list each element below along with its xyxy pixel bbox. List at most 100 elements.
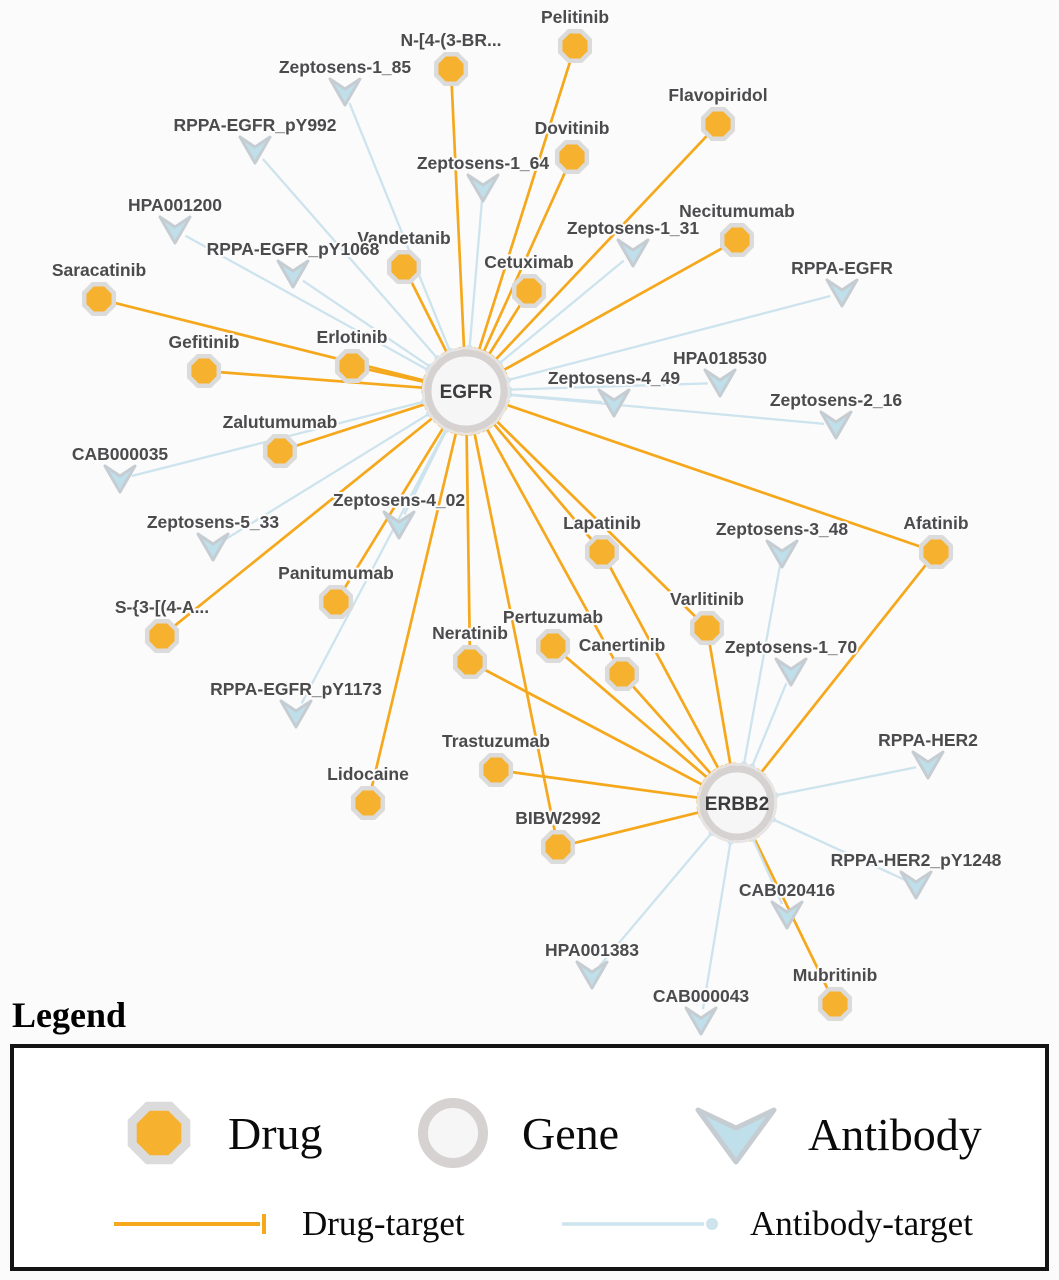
node-neratinib[interactable] (452, 644, 488, 680)
gene-circle-shape (418, 1098, 488, 1168)
node-lidocaine[interactable] (350, 785, 386, 821)
node-egfr[interactable] (424, 349, 508, 433)
label-rppa-egfr_py1173: RPPA-EGFR_pY1173 (210, 679, 382, 699)
label-erlotinib: Erlotinib (317, 327, 388, 347)
network-svg: EGFRERBB2PelitinibN-[4-(3-BR...Flavopiri… (50, 5, 1004, 1036)
node-rppa-egfr_py1173[interactable] (279, 699, 313, 729)
node-vandetanib[interactable] (386, 249, 422, 285)
edge-rppa-her2-erbb2 (775, 766, 917, 797)
label-rppa-egfr_py1068: RPPA-EGFR_pY1068 (207, 239, 380, 259)
edge-rppa-egfr-egfr (507, 294, 831, 382)
node-mubritinib[interactable] (817, 986, 853, 1022)
edge-zeptosens-2_16-egfr (508, 393, 825, 426)
node-canertinib[interactable] (604, 656, 640, 692)
node-panitumumab[interactable] (318, 584, 354, 620)
legend-label-drug-target: Drug-target (302, 1204, 465, 1243)
label-saracatinib: Saracatinib (52, 260, 146, 280)
edge-zeptosens-4_02-egfr (403, 428, 448, 515)
node-pertuzumab[interactable] (535, 628, 571, 664)
node-rppa-egfr_py1068[interactable] (276, 259, 310, 289)
label-cab000035: CAB000035 (72, 444, 169, 464)
node-zeptosens-1_31[interactable] (616, 238, 650, 268)
node-zeptosens-1_70[interactable] (774, 657, 808, 687)
edge-canertinib-egfr (485, 428, 616, 662)
node-zalutumumab[interactable] (262, 433, 298, 469)
node-necitumumab[interactable] (719, 222, 755, 258)
legend-title: Legend (12, 995, 127, 1035)
node-hpa018530[interactable] (703, 368, 737, 398)
label-panitumumab: Panitumumab (278, 563, 394, 583)
legend-item-antibody: Antibody (690, 1100, 982, 1168)
legend-item-gene: Gene (410, 1090, 619, 1176)
label-hpa018530: HPA018530 (673, 348, 767, 368)
node-lapatinib[interactable] (584, 534, 620, 570)
node-rppa-her2_py1248[interactable] (899, 870, 933, 900)
edge-zeptosens-1_31-egfr (498, 259, 625, 365)
node-erbb2[interactable] (699, 765, 775, 841)
node-n4-3br[interactable] (433, 51, 469, 87)
node-rppa-egfr_py992[interactable] (238, 135, 272, 165)
node-zeptosens-4_49[interactable] (597, 388, 631, 418)
antibody-chevron-shape (695, 1107, 777, 1165)
node-erlotinib[interactable] (334, 348, 370, 384)
label-rppa-her2_py1248: RPPA-HER2_pY1248 (831, 850, 1002, 870)
node-saracatinib[interactable] (81, 281, 117, 317)
label-zeptosens-1_31: Zeptosens-1_31 (567, 218, 700, 238)
label-pertuzumab: Pertuzumab (503, 607, 603, 627)
node-afatinib[interactable] (918, 534, 954, 570)
edge-pelitinib-egfr (477, 59, 572, 351)
label-zeptosens-4_49: Zeptosens-4_49 (548, 368, 681, 388)
edge-canertinib-erbb2 (630, 684, 713, 775)
node-trastuzumab[interactable] (478, 752, 514, 788)
node-erbb2-outer-ring (696, 762, 778, 844)
node-dovitinib[interactable] (554, 139, 590, 175)
edge-erlotinib-egfr (366, 367, 425, 384)
label-egfr: EGFR (440, 382, 493, 403)
node-gefitinib[interactable] (186, 353, 222, 389)
node-cab000035[interactable] (103, 464, 137, 494)
node-cetuximab[interactable] (511, 273, 547, 309)
label-rppa-egfr_py992: RPPA-EGFR_pY992 (173, 115, 336, 135)
node-bibw2992[interactable] (540, 829, 576, 865)
node-rppa-her2[interactable] (911, 750, 945, 780)
node-pelitinib[interactable] (557, 28, 593, 64)
legend-item-drug: Drug (116, 1090, 323, 1176)
node-hpa001200[interactable] (158, 215, 192, 245)
legend-item-drug-target: Drug-target (110, 1204, 465, 1244)
edge-hpa001200-egfr (184, 234, 429, 372)
antibody-target-dot-shape (706, 1218, 718, 1230)
node-zeptosens-1_85[interactable] (328, 77, 362, 107)
node-zeptosens-5_33[interactable] (196, 532, 230, 562)
drug-target-edge-icon (114, 1214, 266, 1234)
edge-hpa018530-egfr (508, 382, 709, 391)
nodes-layer (81, 28, 954, 1036)
edge-lapatinib-egfr (492, 422, 594, 542)
node-flavopiridol[interactable] (700, 106, 736, 142)
node-rppa-egfr[interactable] (825, 278, 859, 308)
label-lidocaine: Lidocaine (327, 764, 409, 784)
edge-varlitinib-egfr (495, 420, 698, 619)
label-necitumumab: Necitumumab (679, 201, 795, 221)
label-canertinib: Canertinib (579, 635, 666, 655)
label-zeptosens-1_64: Zeptosens-1_64 (417, 153, 550, 173)
node-zeptosens-3_48[interactable] (765, 539, 799, 569)
antibody-node-icon (695, 1107, 777, 1165)
node-zeptosens-2_16[interactable] (819, 410, 853, 440)
edge-cetuximab-egfr (487, 302, 523, 356)
node-zeptosens-4_02[interactable] (382, 510, 416, 540)
edge-pertuzumab-erbb2 (563, 654, 709, 779)
node-hpa001383[interactable] (575, 960, 609, 990)
node-cab020416[interactable] (770, 900, 804, 930)
label-zeptosens-2_16: Zeptosens-2_16 (770, 390, 903, 410)
node-cab000043[interactable] (684, 1006, 718, 1036)
label-zeptosens-1_85: Zeptosens-1_85 (279, 57, 412, 77)
node-s3-4a[interactable] (144, 618, 180, 654)
node-varlitinib[interactable] (689, 610, 725, 646)
drug-octagon-shape (127, 1101, 191, 1165)
edge-zeptosens-3_48-erbb2 (742, 565, 782, 765)
edge-zeptosens-1_64-egfr (468, 199, 484, 349)
edge-afatinib-egfr (506, 403, 923, 549)
label-hpa001383: HPA001383 (545, 940, 639, 960)
node-zeptosens-1_64[interactable] (466, 173, 500, 203)
edge-dovitinib-egfr (482, 170, 568, 353)
